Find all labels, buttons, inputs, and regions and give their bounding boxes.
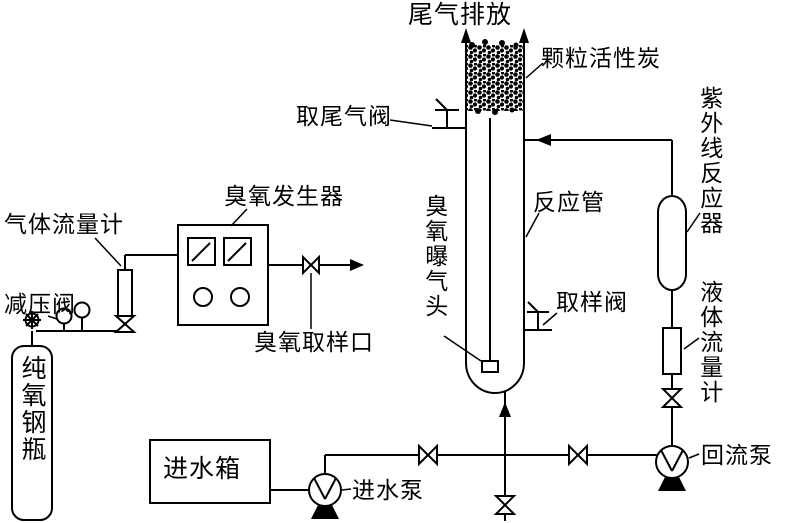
label-granular-activated-carbon: 颗粒活性炭: [541, 46, 661, 71]
label-tail-gas-discharge: 尾气排放: [408, 2, 513, 29]
water-inlet-tank-box: [149, 439, 271, 504]
label-gas-flow-meter: 气体流量计: [4, 212, 124, 237]
ozone-outlet-line: [268, 254, 352, 276]
uv-reactor-body: [657, 195, 687, 291]
label-ozone-aeration-head: 臭氧曝气头: [421, 194, 447, 319]
flow-arrow-into-reactor: [536, 134, 551, 146]
label-liquid-flow-meter: 液体流量计: [696, 280, 722, 405]
bottom-water-line: [325, 443, 658, 467]
panel-knob-icon: [230, 287, 250, 307]
reaction-tube-walls: [465, 38, 525, 394]
reflux-pump-icon: [655, 445, 689, 491]
liquid-flow-meter-assembly: [660, 290, 684, 446]
ozone-flow-arrow-icon: [350, 259, 364, 271]
label-sampling-valve: 取样阀: [556, 290, 628, 315]
gas-flow-meter-assembly: [113, 254, 178, 333]
ozone-generator-box: [177, 224, 269, 326]
ozone-aeration-tube: [481, 118, 499, 373]
label-water-inlet-tank: 进水箱: [163, 456, 242, 483]
label-reflux-pump: 回流泵: [701, 443, 773, 468]
aeration-diffuser-head: [481, 360, 499, 373]
label-uv-reactor: 紫外线反应器: [696, 86, 722, 236]
liquid-flow-meter-body: [662, 327, 682, 375]
water-inlet-pump-icon: [270, 455, 342, 519]
recirculation-top-line: [524, 139, 673, 196]
sampling-valve-icon: [524, 301, 552, 331]
label-pure-oxygen-cylinder: 纯氧钢瓶: [18, 355, 45, 463]
label-ozone-generator: 臭氧发生器: [224, 184, 344, 209]
activated-carbon-bed: [467, 39, 523, 115]
flow-arrow-up-icon: [499, 402, 511, 417]
label-water-inlet-pump: 进水泵: [352, 478, 424, 503]
label-ozone-sampling-port: 臭氧取样口: [254, 330, 374, 355]
label-tail-gas-valve: 取尾气阀: [296, 104, 392, 129]
tail-gas-up-arrow-icons: [461, 28, 529, 43]
panel-knob-icon: [193, 287, 213, 307]
label-pressure-reducing-valve: 减压阀: [4, 292, 76, 317]
label-reaction-tube: 反应管: [533, 190, 605, 215]
regulator-gauge-icon: [73, 301, 91, 319]
gas-flow-meter-body: [117, 269, 133, 317]
oxygen-cylinder-assembly: [11, 301, 119, 521]
label-leader-lines: [47, 62, 701, 491]
drain-line-with-valve: [493, 455, 517, 521]
tail-gas-valve-icon: [432, 98, 466, 129]
